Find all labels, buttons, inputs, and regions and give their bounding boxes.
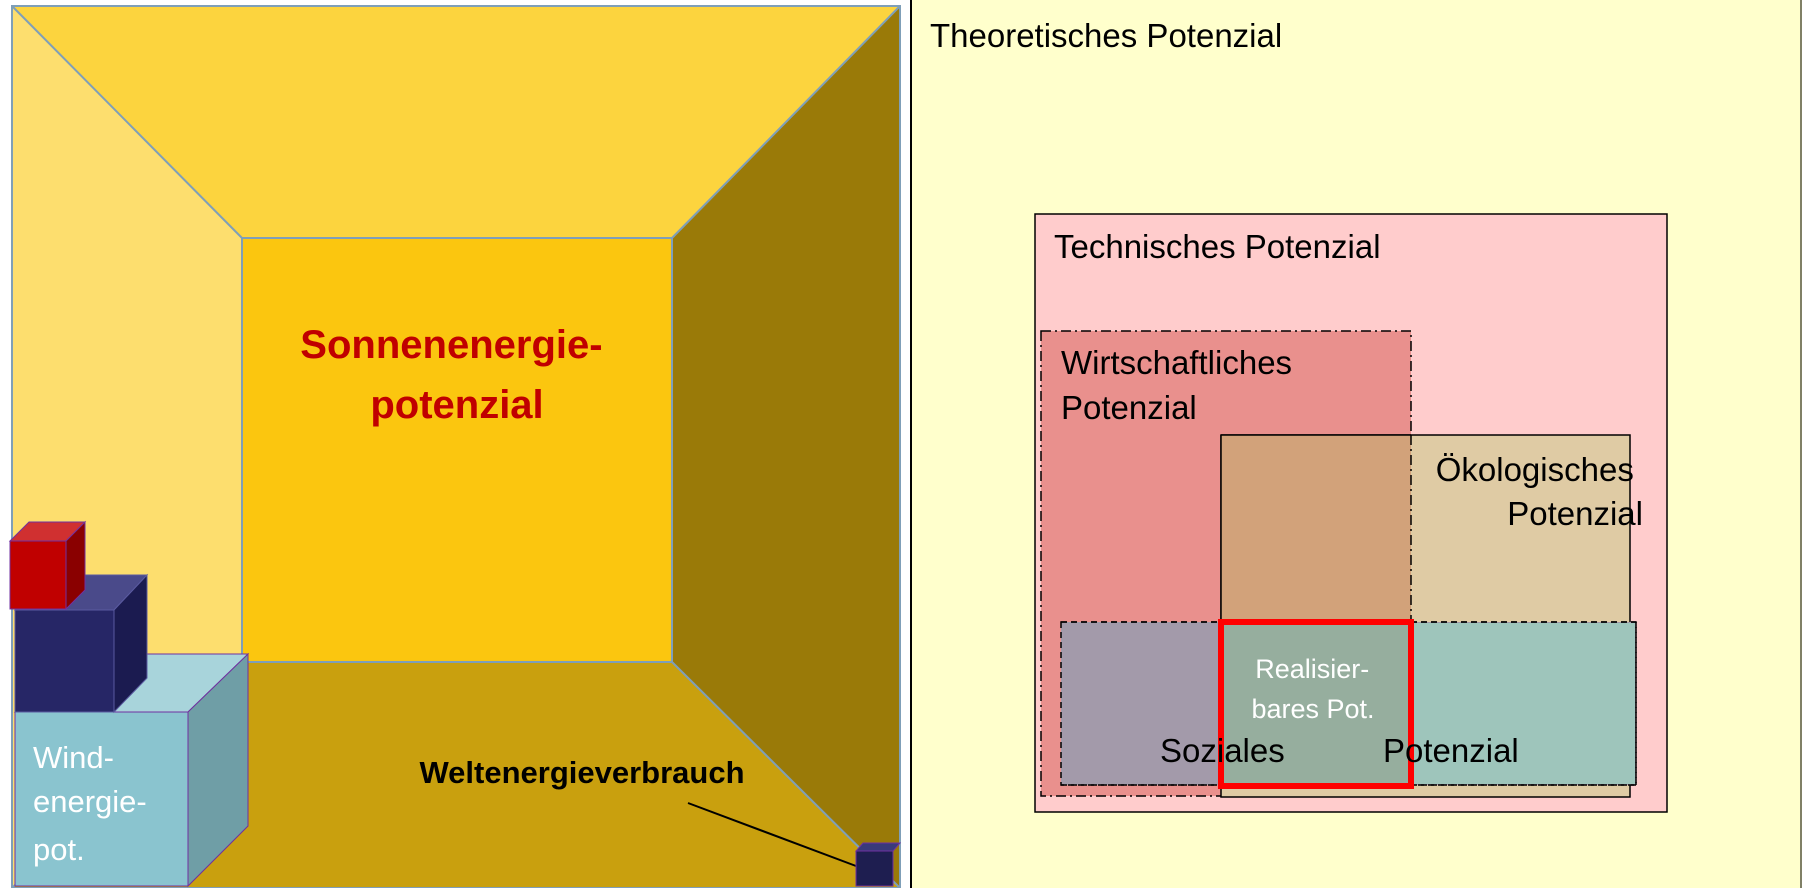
world-consumption-label: Weltenergieverbrauch <box>419 755 744 790</box>
ecological-label-line1: Ökologisches <box>1436 451 1634 488</box>
social-label-left: Soz <box>1160 732 1217 769</box>
economic-potential-label: Wirtschaftliches Potenzial <box>1061 344 1301 426</box>
solar-potential-label: Sonnenenergie- potenzial <box>300 323 613 427</box>
realizable-potential-label: Realisier- bares Pot. <box>1251 654 1376 724</box>
economic-ecological-overlap <box>1221 435 1411 622</box>
room-back-wall <box>242 238 672 662</box>
solar-label-line2: potenzial <box>370 383 543 427</box>
economic-label-line2: Potenzial <box>1061 389 1197 426</box>
ecological-label-line2: Potenzial <box>1507 495 1643 532</box>
realizable-label-line1: Realisier- <box>1255 654 1369 684</box>
wind-potential-label: Wind- energie- pot. <box>33 740 155 867</box>
social-label-mid: iales <box>1217 732 1285 769</box>
wind-label-line1: Wind- <box>33 740 114 775</box>
world-consumption-cube <box>854 842 902 887</box>
theoretical-potential-label: Theoretisches Potenzial <box>930 17 1282 54</box>
wind-label-line2: energie- <box>33 784 147 819</box>
solar-label-line1: Sonnenenergie- <box>300 323 602 367</box>
social-label-right: otenzial <box>1405 732 1519 769</box>
ecological-potential-label: Ökologisches Potenzial <box>1436 451 1643 532</box>
social-label-p: P <box>1383 732 1405 769</box>
realizable-potential-box <box>1218 619 1414 789</box>
room-ceiling <box>12 6 900 238</box>
technical-potential-label: Technisches Potenzial <box>1054 228 1381 265</box>
social-potential-label: Soziales <box>1160 732 1285 769</box>
red-cube <box>8 520 87 611</box>
world-consumption-pointer <box>687 802 857 867</box>
potential-label-bottom: Potenzial <box>1383 732 1519 769</box>
realizable-label-line2: bares Pot. <box>1251 694 1374 724</box>
room-right-wall <box>672 6 900 888</box>
wind-label-line3: pot. <box>33 832 85 867</box>
economic-label-line1: Wirtschaftliches <box>1061 344 1292 381</box>
